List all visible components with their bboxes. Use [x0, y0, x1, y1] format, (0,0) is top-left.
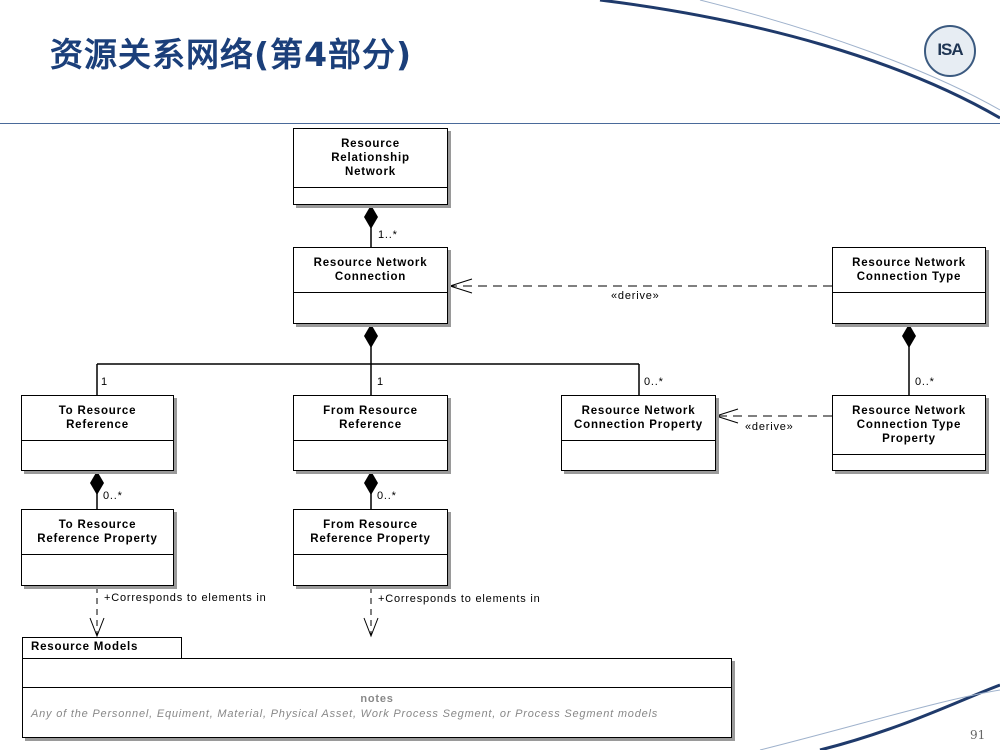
class-name: To Resource Reference: [22, 396, 173, 441]
derive-stereotype-label: «derive»: [745, 421, 794, 433]
class-name: Resource Relationship Network: [294, 129, 447, 188]
package-tab[interactable]: Resource Models: [22, 637, 182, 658]
class-name: From Resource Reference: [294, 396, 447, 441]
header-swoosh: [599, 0, 1000, 120]
class-from-resource-reference-property[interactable]: From Resource Reference Property: [293, 509, 448, 586]
corresponds-role-label: +Corresponds to elements in: [104, 592, 267, 604]
class-name: Resource Network Connection Type: [833, 248, 985, 293]
multiplicity-label: 0..*: [644, 376, 664, 388]
dependency-arrowhead: [714, 408, 739, 424]
header-divider: [0, 123, 1000, 124]
multiplicity-label: 0..*: [377, 490, 397, 502]
class-from-resource-reference[interactable]: From Resource Reference: [293, 395, 448, 471]
dependency-arrowhead: [363, 617, 379, 638]
multiplicity-label: 1: [101, 376, 108, 388]
class-name: Resource Network Connection: [294, 248, 447, 293]
class-resource-relationship-network[interactable]: Resource Relationship Network: [293, 128, 448, 205]
class-name: Resource Network Connection Type Propert…: [833, 396, 985, 455]
composition-diamond: [364, 324, 378, 348]
class-resource-network-connection[interactable]: Resource Network Connection: [293, 247, 448, 324]
class-name: From Resource Reference Property: [294, 510, 447, 555]
dependency-arrowhead: [89, 617, 105, 638]
page-number: 91: [970, 728, 986, 742]
composition-diamond: [364, 205, 378, 229]
footer-swoosh-thin: [759, 689, 1000, 750]
class-name: To Resource Reference Property: [22, 510, 173, 555]
class-resource-network-connection-type[interactable]: Resource Network Connection Type: [832, 247, 986, 324]
isa-logo-text: ISA: [937, 40, 963, 59]
derive-stereotype-label: «derive»: [611, 290, 660, 302]
composition-diamond: [902, 324, 916, 348]
package-resource-models[interactable]: notes Any of the Personnel, Equiment, Ma…: [22, 658, 732, 738]
corresponds-role-label: +Corresponds to elements in: [378, 593, 541, 605]
class-to-resource-reference[interactable]: To Resource Reference: [21, 395, 174, 471]
multiplicity-label: 0..*: [103, 490, 123, 502]
notes-header: notes: [360, 693, 394, 705]
dependency-arrowhead: [448, 278, 473, 294]
footer-swoosh: [819, 683, 1000, 750]
isa-logo: ISA: [924, 25, 976, 77]
multiplicity-label: 0..*: [915, 376, 935, 388]
multiplicity-label: 1..*: [378, 229, 398, 241]
header-swoosh-thin: [699, 0, 1000, 111]
notes-text: Any of the Personnel, Equiment, Material…: [31, 708, 659, 720]
class-name: Resource Network Connection Property: [562, 396, 715, 441]
slide-title: 资源关系网络(第4部分): [50, 35, 413, 74]
class-resource-network-connection-property[interactable]: Resource Network Connection Property: [561, 395, 716, 471]
composition-diamond: [90, 471, 104, 495]
package-divider: [23, 687, 731, 688]
class-resource-network-connection-type-property[interactable]: Resource Network Connection Type Propert…: [832, 395, 986, 471]
multiplicity-label: 1: [377, 376, 384, 388]
composition-diamond: [364, 471, 378, 495]
class-to-resource-reference-property[interactable]: To Resource Reference Property: [21, 509, 174, 586]
